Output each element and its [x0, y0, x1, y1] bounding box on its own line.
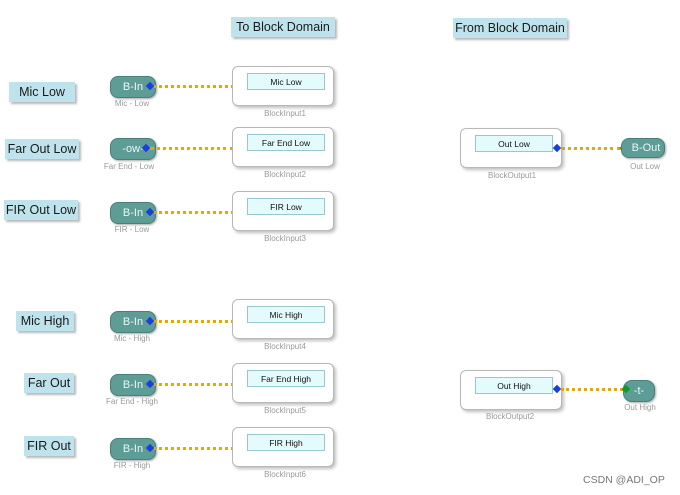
block-input-label: Mic Low [247, 73, 325, 90]
block-input-4[interactable]: Mic High [232, 299, 334, 339]
block-input-label: Far End Low [247, 134, 325, 151]
block-caption: BlockOutput1 [487, 171, 537, 180]
block-caption: BlockInput1 [264, 109, 306, 118]
pill-caption: Out Low [630, 162, 660, 171]
pill-caption: Mic - Low [114, 99, 150, 108]
block-input-6[interactable]: FIR High [232, 427, 334, 467]
connection-wire[interactable] [154, 447, 234, 450]
block-in-pill-fir-out-low[interactable]: B-In [110, 202, 156, 224]
block-output-label: Out Low [475, 135, 553, 152]
block-caption: BlockInput5 [264, 406, 306, 415]
connection-wire[interactable] [154, 211, 234, 214]
block-in-pill-fir-out[interactable]: B-In [110, 438, 156, 460]
pill-caption: Far End - High [105, 397, 159, 406]
connection-wire[interactable] [561, 147, 621, 150]
block-output-1[interactable]: Out Low [460, 128, 562, 168]
pill-caption: FIR - Low [114, 225, 150, 234]
source-label-far-out-low: Far Out Low [5, 139, 79, 159]
pill-caption: Far End - Low [103, 162, 155, 171]
pill-caption: Mic - High [113, 334, 151, 343]
block-out-pill-out-low[interactable]: B-Out [621, 138, 665, 158]
block-input-2[interactable]: Far End Low [232, 127, 334, 167]
block-in-pill-far-out-low[interactable]: -ow- [110, 138, 156, 160]
connection-wire[interactable] [154, 383, 234, 386]
from-block-domain-header: From Block Domain [453, 18, 567, 38]
to-block-domain-header: To Block Domain [231, 17, 335, 37]
block-output-2[interactable]: Out High [460, 370, 562, 410]
connection-wire[interactable] [154, 320, 234, 323]
block-in-pill-far-out[interactable]: B-In [110, 374, 156, 396]
source-label-far-out: Far Out [24, 373, 74, 393]
block-caption: BlockInput4 [264, 342, 306, 351]
source-label-mic-high: Mic High [16, 311, 74, 331]
source-label-fir-out-low: FIR Out Low [4, 200, 78, 220]
block-input-label: Far End High [247, 370, 325, 387]
block-input-1[interactable]: Mic Low [232, 66, 334, 106]
pill-caption: Out High [624, 403, 656, 412]
connection-wire[interactable] [150, 147, 234, 150]
block-input-5[interactable]: Far End High [232, 363, 334, 403]
connection-wire[interactable] [561, 388, 623, 391]
source-label-fir-out: FIR Out [24, 436, 74, 456]
block-input-label: FIR Low [247, 198, 325, 215]
block-caption: BlockOutput2 [485, 412, 535, 421]
connection-wire[interactable] [154, 85, 234, 88]
block-input-label: Mic High [247, 306, 325, 323]
watermark: CSDN @ADI_OP [583, 474, 665, 486]
pill-caption: FIR - High [113, 461, 151, 470]
block-caption: BlockInput2 [264, 170, 306, 179]
block-input-label: FIR High [247, 434, 325, 451]
block-caption: BlockInput3 [264, 234, 306, 243]
source-label-mic-low: Mic Low [9, 82, 75, 102]
block-caption: BlockInput6 [264, 470, 306, 479]
block-input-3[interactable]: FIR Low [232, 191, 334, 231]
block-output-label: Out High [475, 377, 553, 394]
